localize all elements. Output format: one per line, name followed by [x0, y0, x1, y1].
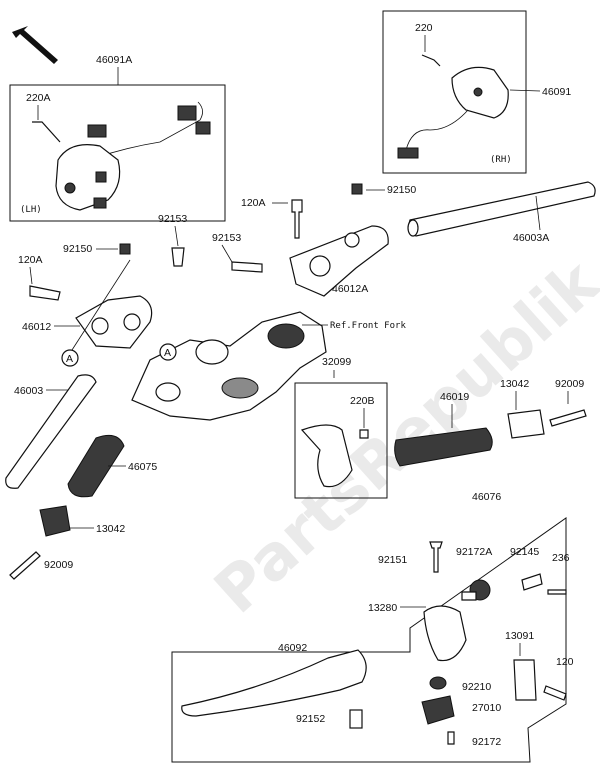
- right-handlebar-group: 92150 120A 92153 46012A 46003A: [212, 181, 596, 297]
- screw-220A-lh: [32, 121, 61, 143]
- weight-13042-right: [507, 409, 545, 439]
- right-grip-group: 32099 220B 46019 13042 92009: [294, 356, 587, 499]
- lh-connector-b: [177, 105, 197, 121]
- label-46012A: 46012A: [332, 283, 368, 295]
- top-bridge-group: Ref.Front Fork A: [131, 311, 406, 421]
- circle-marker-a-left: [61, 349, 79, 367]
- label-120A-left: 120A: [18, 254, 43, 266]
- label-32099: 32099: [322, 356, 351, 368]
- circle-marker-a-mid: [159, 343, 177, 361]
- bolt-120: [543, 685, 567, 701]
- label-13091: 13091: [505, 630, 534, 642]
- screw-92172: [447, 731, 455, 745]
- lever-group: 46076 92151 92172A 92145 236 13280 46092…: [171, 491, 574, 763]
- screw-220-rh: [421, 54, 441, 67]
- lever-46092: [181, 649, 367, 717]
- rh-switch-box: [382, 10, 527, 174]
- label-92152: 92152: [296, 713, 325, 725]
- left-grip-group: 46075 13042 92009: [9, 434, 157, 580]
- grip-46019: [394, 427, 493, 467]
- throttle-box: [294, 382, 388, 499]
- cap-92150-left: [119, 243, 131, 255]
- watermark-text: PartsRepublik: [200, 245, 600, 628]
- screw-92009-right: [549, 409, 587, 427]
- label-46091A: 46091A: [96, 54, 132, 66]
- lh-switch-group: 46091A 220A (LH): [9, 54, 226, 222]
- bolt-120A-top: [291, 199, 303, 239]
- screw-92153-left: [171, 247, 185, 267]
- label-92145: 92145: [510, 546, 539, 558]
- label-92009-right: 92009: [555, 378, 584, 390]
- lh-connector-c: [195, 121, 211, 135]
- label-92153-top: 92153: [212, 232, 241, 244]
- label-92151: 92151: [378, 554, 407, 566]
- collar-92152: [349, 709, 363, 729]
- label-46003: 46003: [14, 385, 43, 397]
- label-220-rh: 220: [415, 22, 433, 34]
- label-92009-left: 92009: [44, 559, 73, 571]
- bolt-120A-left: [29, 285, 61, 301]
- label-13042-left: 13042: [96, 523, 125, 535]
- tag-rh: (RH): [490, 155, 512, 165]
- weight-13042-left: [39, 505, 71, 537]
- label-circle-a-left: A: [66, 353, 73, 365]
- screw-92153-top: [231, 261, 263, 273]
- label-92150-top: 92150: [387, 184, 416, 196]
- spring-92145: [521, 573, 543, 591]
- label-46092: 46092: [278, 642, 307, 654]
- lh-connector-a: [87, 124, 107, 138]
- label-92150-left: 92150: [63, 243, 92, 255]
- arrow-up-left-icon: [12, 26, 58, 64]
- pin-92151: [429, 541, 443, 573]
- label-220B: 220B: [350, 395, 375, 407]
- lever-box: [171, 517, 567, 763]
- switch-27010: [421, 695, 455, 725]
- rh-connector: [397, 147, 419, 159]
- label-92210: 92210: [462, 681, 491, 693]
- label-27010: 27010: [472, 702, 501, 714]
- label-13280: 13280: [368, 602, 397, 614]
- label-120A-top: 120A: [241, 197, 266, 209]
- grip-46075: [67, 434, 125, 498]
- label-92172: 92172: [472, 736, 501, 748]
- throttle-housing: [300, 424, 353, 488]
- label-46076: 46076: [472, 491, 501, 503]
- label-46075: 46075: [128, 461, 157, 473]
- label-46019: 46019: [440, 391, 469, 403]
- handlebar-46003: [5, 374, 97, 489]
- holder-13091: [513, 659, 537, 701]
- label-92172A: 92172A: [456, 546, 492, 558]
- handlebar-46003A: [408, 181, 596, 237]
- nut-92210: [429, 676, 447, 690]
- tag-lh: (LH): [20, 205, 42, 215]
- label-46091: 46091: [542, 86, 571, 98]
- lh-switch-box: [9, 84, 226, 222]
- label-220A-lh: 220A: [26, 92, 51, 104]
- label-ref-front-fork: Ref.Front Fork: [330, 321, 406, 331]
- screw-236: [547, 589, 567, 595]
- label-46003A: 46003A: [513, 232, 549, 244]
- screw-92009-left: [9, 551, 41, 580]
- left-handlebar-group: 92153 92150 120A 46012 A 46003: [5, 213, 187, 489]
- holder-46012A: [289, 225, 389, 297]
- label-13042-right: 13042: [500, 378, 529, 390]
- lever-bracket: [423, 605, 467, 662]
- label-120: 120: [556, 656, 574, 668]
- holder-46012: [75, 295, 153, 349]
- cap-92150-top: [351, 183, 363, 195]
- label-circle-a-mid: A: [164, 347, 171, 359]
- rh-switch-group: 220 46091 (RH): [382, 10, 571, 174]
- label-236: 236: [552, 552, 570, 564]
- lh-switch-housing: [55, 144, 121, 211]
- label-92153-left: 92153: [158, 213, 187, 225]
- label-46012: 46012: [22, 321, 51, 333]
